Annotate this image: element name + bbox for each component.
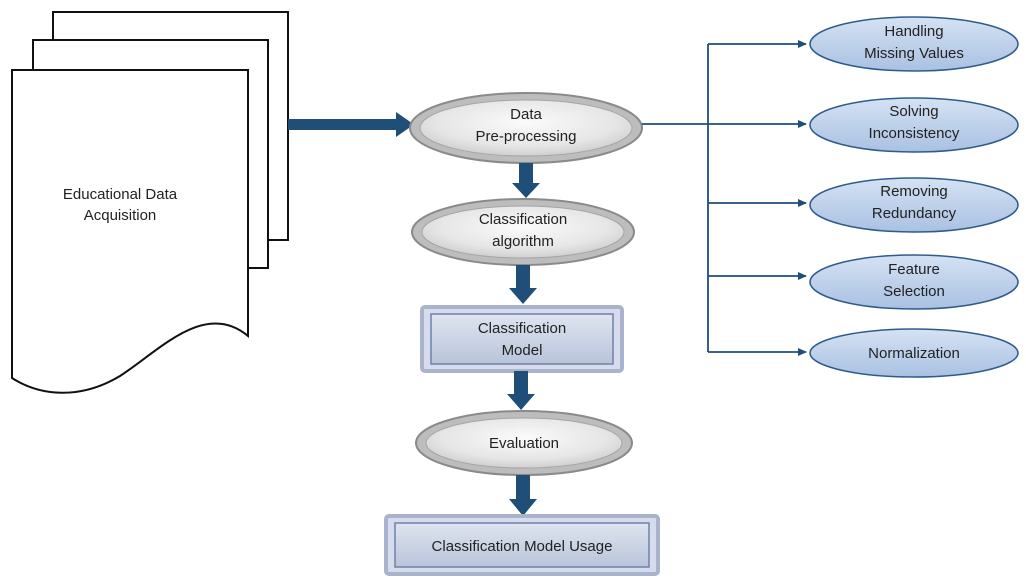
document-label-line1: Educational Data (63, 186, 178, 203)
algorithm-label-line1: Classification (479, 211, 567, 228)
usage-label: Classification Model Usage (432, 538, 613, 555)
step-label-line1: Normalization (868, 345, 960, 362)
classification-algorithm-node: Classification algorithm (411, 198, 635, 266)
algorithm-to-model-arrow (509, 265, 537, 304)
step-label-line1: Handling (884, 23, 943, 40)
evaluation-label: Evaluation (489, 435, 559, 452)
document-label-line2: Acquisition (84, 207, 157, 224)
step-normalization: Normalization (809, 328, 1019, 378)
evaluation-node: Evaluation (415, 410, 633, 476)
step-label-line1: Removing (880, 183, 948, 200)
data-preprocessing-node: Data Pre-processing (409, 92, 643, 164)
step-solving-inconsistency: Solving Inconsistency (809, 97, 1019, 153)
classification-model-node: Classification Model (420, 305, 624, 373)
model-label-line2: Model (502, 342, 543, 359)
step-label-line1: Feature (888, 261, 940, 278)
classification-model-usage-node: Classification Model Usage (384, 514, 660, 576)
evaluation-to-usage-arrow (509, 475, 537, 516)
step-label-line2: Missing Values (864, 45, 964, 62)
algorithm-label-line2: algorithm (492, 233, 554, 250)
step-label-line2: Selection (883, 283, 945, 300)
step-removing-redundancy: Removing Redundancy (809, 177, 1019, 233)
preprocessing-branch-connector (642, 40, 807, 356)
step-label-line1: Solving (889, 103, 938, 120)
step-label-line2: Inconsistency (869, 125, 960, 142)
document-to-preprocessing-arrow (288, 112, 414, 137)
preprocessing-to-algorithm-arrow (512, 163, 540, 198)
step-feature-selection: Feature Selection (809, 254, 1019, 310)
document-page-front (11, 69, 249, 394)
model-label-line1: Classification (478, 320, 566, 337)
preprocessing-label-line2: Pre-processing (476, 128, 577, 145)
stacked-document-icon: Educational Data Acquisition (11, 11, 289, 394)
step-label-line2: Redundancy (872, 205, 957, 222)
model-to-evaluation-arrow (507, 371, 535, 410)
preprocessing-label-line1: Data (510, 106, 542, 123)
step-handling-missing-values: Handling Missing Values (809, 16, 1019, 72)
